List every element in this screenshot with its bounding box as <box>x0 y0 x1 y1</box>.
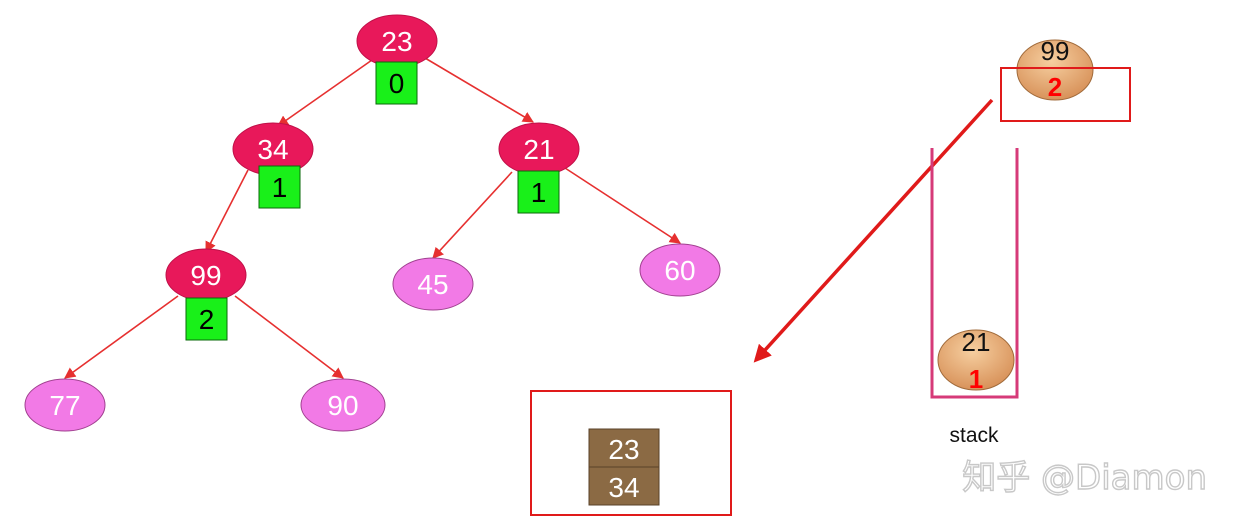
popped-element: 99 2 <box>1000 36 1131 122</box>
node-value: 99 <box>190 260 221 291</box>
edge-23-21 <box>424 57 534 123</box>
edge-21-60 <box>564 167 681 244</box>
tree-node-45: 45 <box>392 257 474 311</box>
node-value: 34 <box>257 134 288 165</box>
node-value: 23 <box>381 26 412 57</box>
node-value: 60 <box>664 255 695 286</box>
stack-container: 21 1 stack <box>930 148 1019 447</box>
output-box <box>530 390 732 516</box>
edge-99-90 <box>234 295 344 379</box>
tree-node-60: 60 <box>639 243 721 297</box>
edge-23-34 <box>277 59 373 127</box>
popped-level: 2 <box>1048 72 1062 102</box>
level-box <box>185 297 228 341</box>
level-box <box>517 170 560 214</box>
node-value: 21 <box>523 134 554 165</box>
output-value: 23 <box>608 434 639 465</box>
move-to-output-arrow <box>753 98 994 363</box>
level-box <box>375 61 418 105</box>
node-value: 77 <box>49 390 80 421</box>
stack-item-level: 1 <box>969 364 983 394</box>
stack-item: 21 1 <box>937 327 1015 394</box>
output-queue: 23 34 <box>530 390 732 516</box>
tree-edges <box>64 57 681 379</box>
node-value: 45 <box>417 269 448 300</box>
output-value: 34 <box>608 472 639 503</box>
tree-node-99: 99 2 <box>165 248 247 341</box>
level-label: 1 <box>272 172 288 203</box>
popped-highlight-box <box>1000 67 1131 122</box>
tree-node-34: 34 1 <box>232 122 314 209</box>
tree-node-90: 90 <box>300 378 386 432</box>
output-cell <box>588 466 660 506</box>
level-label: 1 <box>531 177 547 208</box>
stack-item-value: 21 <box>962 327 991 357</box>
stack-walls <box>930 148 1019 399</box>
level-box <box>258 165 301 209</box>
edge-21-45 <box>432 171 513 259</box>
popped-value: 99 <box>1041 36 1070 66</box>
edge-99-77 <box>64 295 179 379</box>
node-value: 90 <box>327 390 358 421</box>
watermark: 知乎 @Diamon <box>962 458 1207 498</box>
tree-node-77: 77 <box>24 378 106 432</box>
stack-caption: stack <box>949 424 999 447</box>
output-cell <box>588 428 660 468</box>
level-label: 2 <box>199 304 215 335</box>
tree-node-21: 21 1 <box>498 122 580 214</box>
tree-node-23: 23 0 <box>356 14 438 105</box>
edge-34-99 <box>205 169 249 253</box>
level-label: 0 <box>389 68 405 99</box>
